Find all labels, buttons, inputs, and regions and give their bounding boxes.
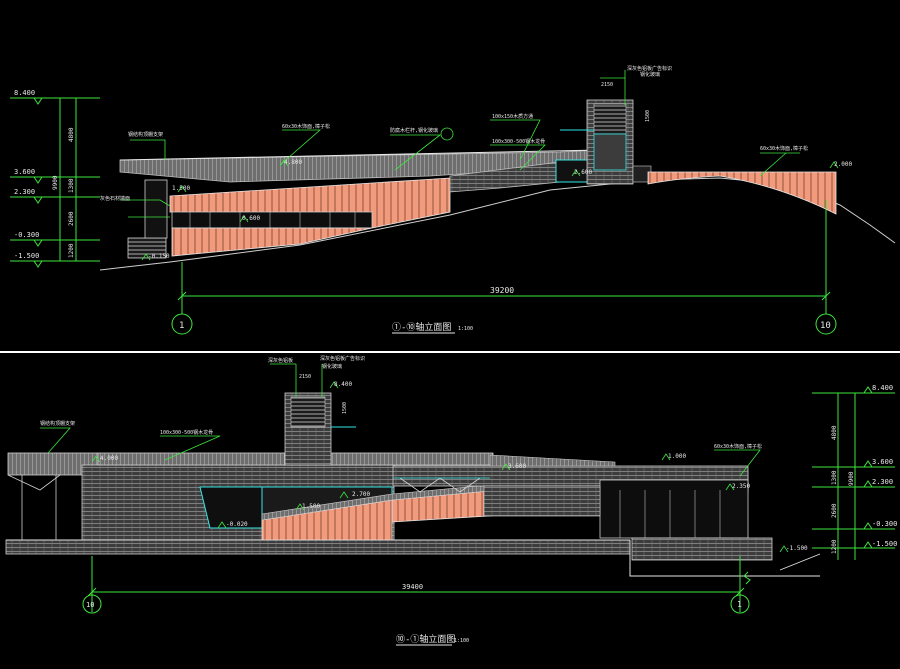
bottom-note-beam: 100x300-500钢木龙骨 (160, 429, 213, 436)
bottom-spot-deck-mid: 3.600 (508, 463, 526, 470)
bottom-axis-bubble-start (82, 594, 102, 614)
bottom-note-left: 钢结构顶棚支架 (40, 420, 75, 427)
top-right-mound (647, 171, 837, 215)
bottom-elevation: 8.400 3.600 2.300 -0.300 -1.500 4800 990… (5, 355, 897, 646)
top-dimension-line (177, 200, 831, 314)
bottom-spot-mid-b: 1.500 (302, 503, 320, 510)
bottom-scale: 1:100 (454, 638, 469, 644)
bottom-spot-roof-left: 4.000 (100, 455, 118, 462)
top-note-wall-finish: 灰色石材墙面 (100, 195, 130, 202)
top-spot-mid2: 0.600 (242, 215, 260, 222)
top-spot-deck: 2.600 (574, 169, 592, 176)
bottom-level-4: -0.300 (872, 520, 897, 528)
top-spot-mid1: 1.500 (172, 185, 190, 192)
bottom-note-right-wood: 60x30木饰面,樟子松 (714, 443, 762, 450)
bottom-spot-tower-top: 8.400 (334, 381, 352, 388)
top-vdim-5: 1200 (68, 243, 75, 258)
bottom-lower-steps (631, 537, 773, 561)
bottom-vdim-4: 2600 (831, 503, 838, 518)
top-tower-note-2: 钢化玻璃 (640, 71, 660, 78)
bottom-dim-1500: 1500 (342, 402, 348, 414)
bottom-axis-end: 1 (737, 600, 742, 609)
top-level-3: 2.300 (14, 188, 35, 196)
bottom-spot-low-a: -0.020 (226, 521, 248, 528)
top-spot-roof: 4.800 (284, 159, 302, 166)
bottom-axis-bubble-end (730, 594, 750, 614)
top-level-marks (10, 97, 100, 268)
top-axis-bubble-start (171, 313, 193, 335)
bottom-overall-dim: 39400 (402, 583, 423, 591)
bottom-spot-base-right: -1.500 (786, 545, 808, 552)
top-note-beam-spec: 100x300-500钢木龙骨 (492, 138, 545, 145)
top-vdim-2: 9900 (52, 175, 59, 190)
top-spot-low: -0.150 (148, 253, 170, 260)
bottom-tower-note-2: 深灰色铝板广告标识 (320, 355, 365, 362)
top-note-steel-pipe: 100x150木质方通 (492, 113, 533, 120)
top-spot-right: 2.000 (834, 161, 852, 168)
top-note-glass-canopy: 防腐木栏杆,钢化玻璃 (390, 127, 438, 134)
top-scale: 1:100 (458, 326, 473, 332)
bottom-title: ⑩-①轴立面图 (396, 633, 455, 645)
bottom-leaders (40, 363, 761, 477)
top-axis-bubble-end (815, 313, 837, 335)
bottom-dim-2150: 2150 (299, 374, 311, 380)
bottom-level-1: 8.400 (872, 384, 893, 392)
bottom-spot-mid-a: 2.700 (352, 491, 370, 498)
bottom-tower-note-3: 钢化玻璃 (322, 363, 342, 370)
bottom-vdim-5: 1200 (831, 539, 838, 554)
top-axis-start: 1 (179, 321, 184, 331)
top-vdim-1: 4800 (68, 127, 75, 142)
bottom-spot-right-roof: 1.000 (668, 453, 686, 460)
bottom-axis-start: 10 (86, 601, 94, 609)
top-leaders (120, 70, 800, 218)
top-dim-1500: 1500 (645, 110, 651, 122)
bottom-level-3: 2.300 (872, 478, 893, 486)
top-level-1: 8.400 (14, 89, 35, 97)
top-dim-2150: 2150 (601, 82, 613, 88)
top-salmon-lower (171, 227, 373, 257)
bottom-dimension-line (87, 556, 751, 612)
bottom-vdim-3: 1300 (831, 470, 838, 485)
top-glass-band (171, 211, 373, 229)
top-vdim-3: 1300 (68, 178, 75, 193)
top-title: ①-⑩轴立面图 (392, 321, 451, 333)
bottom-ground-slab (5, 539, 631, 555)
top-overall-dim: 39200 (490, 286, 514, 295)
bottom-level-5: -1.500 (872, 540, 897, 548)
top-note-right-wood: 60x30木饰面,樟子松 (760, 145, 808, 152)
top-axis-end: 10 (820, 321, 831, 331)
top-level-2: 3.600 (14, 168, 35, 176)
top-vdim-4: 2600 (68, 211, 75, 226)
top-elevation: 8.400 3.600 2.300 -0.300 -1.500 4800 990… (10, 65, 896, 335)
bottom-tower-note-1: 深灰色铝板 (268, 357, 293, 364)
top-tower-note-1: 深灰色铝板广告标识 (627, 65, 672, 72)
top-note-wood-slats: 60x30木饰面,樟子松 (282, 123, 330, 130)
bottom-level-marks (812, 386, 895, 560)
top-note-roof-frame: 钢结构顶棚支架 (128, 131, 163, 138)
bottom-vdim-1: 4800 (831, 425, 838, 440)
top-mid-deck (449, 161, 561, 193)
top-level-5: -1.500 (14, 252, 39, 260)
bottom-spot-right-mid: 2.350 (732, 483, 750, 490)
bottom-vdim-2: 9900 (848, 471, 855, 486)
top-level-4: -0.300 (14, 231, 39, 239)
bottom-level-2: 3.600 (872, 458, 893, 466)
